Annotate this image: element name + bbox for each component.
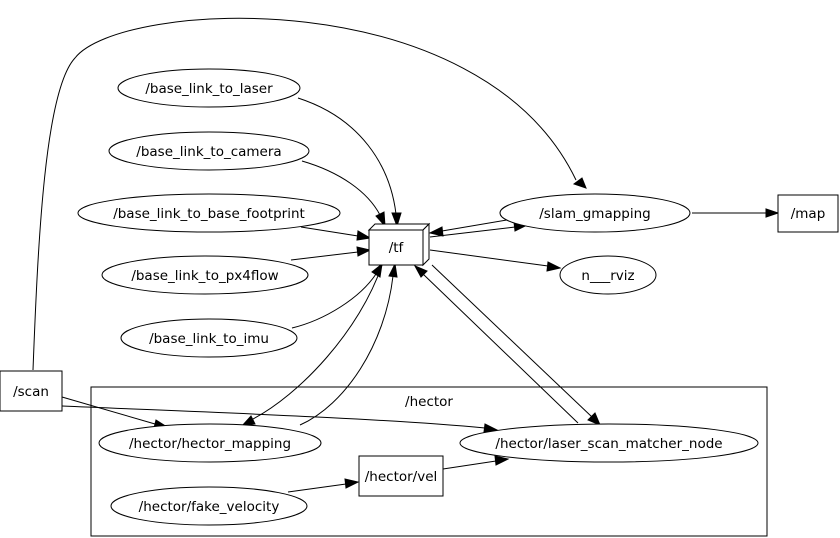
edge-head-tf-from-camera <box>375 211 386 228</box>
edge-head-tf-from-px4flow <box>356 246 372 257</box>
edge-imu-to-tf <box>291 273 377 329</box>
node-label: /tf <box>389 240 405 256</box>
edge-tf-to-laser-scan-matcher <box>431 264 593 418</box>
edge-head-tf-from-hector-mapping <box>388 262 398 278</box>
node-hector-vel[interactable]: /hector/vel <box>358 455 444 497</box>
edge-base-footprint-to-tf <box>300 226 359 237</box>
edge-head-tf-from-imu <box>371 262 383 278</box>
edge-base-link-to-laser-to-tf <box>297 97 397 215</box>
edge-head-laser-scan-matcher-from-tf <box>587 412 601 426</box>
node-base-link-to-imu[interactable]: /base_link_to_imu <box>120 318 298 358</box>
node-rviz[interactable]: n___rviz <box>559 255 657 295</box>
edge-scan-to-laser-scan-matcher <box>61 405 486 429</box>
node-base-link-to-base-footprint[interactable]: /base_link_to_base_footprint <box>77 193 341 233</box>
edge-scan-to-hector-mapping <box>61 396 156 425</box>
node-label: /hector/fake_velocity <box>139 499 280 515</box>
edge-head-tf-from-laser-scan-matcher <box>413 264 428 278</box>
node-label: /map <box>791 206 826 222</box>
edge-base-link-to-camera-to-tf <box>301 160 381 216</box>
node-tf[interactable]: /tf <box>367 222 431 267</box>
node-label: /scan <box>13 384 49 400</box>
node-label: /base_link_to_base_footprint <box>113 206 305 222</box>
cluster-hector: /hector <box>90 386 768 537</box>
node-label: /hector/hector_mapping <box>129 436 291 452</box>
node-label: /hector/laser_scan_matcher_node <box>495 436 722 452</box>
edge-fake-velocity-to-vel <box>287 483 347 493</box>
node-label: /base_link_to_camera <box>136 144 281 160</box>
edge-head-slam-gmapping-from-scan <box>572 177 587 189</box>
node-map[interactable]: /map <box>777 194 839 233</box>
edge-hector-mapping-to-tf <box>299 275 394 426</box>
edge-px4flow-to-tf <box>290 251 359 261</box>
edge-head-tf-from-slam <box>428 226 444 237</box>
edge-head-tf-from-footprint <box>356 230 372 241</box>
edge-laser-scan-matcher-to-tf <box>422 273 579 424</box>
node-label: /base_link_to_laser <box>145 81 273 97</box>
node-base-link-to-px4flow[interactable]: /base_link_to_px4flow <box>101 255 309 295</box>
edges <box>32 17 780 493</box>
node-base-link-to-camera[interactable]: /base_link_to_camera <box>108 131 310 171</box>
edge-head-tf-from-laser <box>391 212 402 228</box>
node-label: /slam_gmapping <box>539 206 651 222</box>
node-label: n___rviz <box>581 268 634 284</box>
edge-head-map-from-slam <box>765 208 780 218</box>
edge-tf-to-rviz <box>429 249 549 267</box>
node-label: /hector/vel <box>365 469 438 485</box>
node-scan[interactable]: /scan <box>0 370 63 412</box>
node-fake-velocity[interactable]: /hector/fake_velocity <box>110 486 308 526</box>
node-label: /base_link_to_imu <box>149 331 269 347</box>
edge-head-laser-scan-matcher-from-vel <box>494 455 510 466</box>
edge-vel-to-laser-scan-matcher <box>442 460 497 470</box>
edge-head-vel-from-fake-velocity <box>344 478 360 489</box>
node-label: /base_link_to_px4flow <box>131 268 278 284</box>
edge-tf-to-hector-mapping <box>250 264 383 421</box>
edge-head-rviz-from-tf <box>546 261 562 272</box>
node-slam-gmapping[interactable]: /slam_gmapping <box>499 193 691 233</box>
cluster-hector-label: /hector <box>405 394 453 410</box>
node-base-link-to-laser[interactable]: /base_link_to_laser <box>117 68 301 108</box>
edge-tf-to-slam-gmapping <box>429 226 516 238</box>
edge-scan-to-slam-gmapping <box>32 17 577 371</box>
node-laser-scan-matcher-node[interactable]: /hector/laser_scan_matcher_node <box>459 423 759 463</box>
node-hector-mapping[interactable]: /hector/hector_mapping <box>98 423 322 463</box>
